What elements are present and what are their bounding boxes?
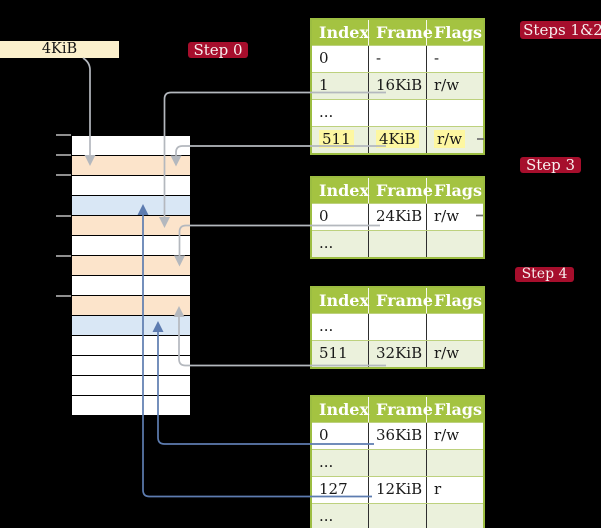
table-row: 511 4KiB r/w [312, 126, 483, 153]
table-cell: r/w [434, 207, 460, 225]
table-cell [427, 100, 483, 126]
table-cell [427, 504, 483, 528]
memory-tick [56, 154, 71, 156]
table-row: 0-- [312, 45, 483, 72]
column-header-flags: Flags [434, 181, 482, 200]
table-cell: r/w [427, 127, 483, 153]
memory-row-orange [72, 256, 190, 276]
table-cell: - [434, 49, 440, 67]
memory-row-white [72, 136, 190, 156]
column-header-frame: Frame [369, 20, 433, 45]
memory-row-white [72, 276, 190, 296]
table-cell: 0 [312, 204, 369, 230]
table-row: ... [312, 449, 483, 476]
memory-tick [56, 214, 71, 217]
table-cell [427, 314, 483, 340]
table-cell [369, 504, 427, 528]
memory-row-orange [72, 156, 190, 176]
memory-tick [56, 254, 71, 257]
table-cell: r/w [434, 426, 460, 444]
badge-step-4: Step 4 [515, 267, 574, 282]
table-cell: - [369, 46, 427, 72]
column-header-flags: Flags [434, 400, 482, 419]
badge-step-3: Step 3 [520, 157, 581, 173]
table-cell: ... [312, 314, 369, 340]
table-cell: 0 [312, 423, 369, 449]
table-cell: 511 [312, 127, 369, 153]
highlighted-value: 4KiB [376, 130, 419, 148]
table-cell: 127 [312, 477, 369, 503]
column-header-frame: Frame [369, 178, 433, 203]
frame-size-label: 4KiB [0, 41, 119, 58]
memory-row-white [72, 396, 190, 415]
memory-row-white [72, 176, 190, 196]
table-cell: ... [312, 231, 369, 257]
column-header-frame: Frame [369, 397, 433, 422]
memory-row-white [72, 336, 190, 356]
table-cell: ... [312, 504, 369, 528]
table-cell [369, 100, 427, 126]
memory-row-orange [72, 216, 190, 236]
table-cell: ... [312, 100, 369, 126]
column-header-flags: Flags [434, 23, 482, 42]
column-header-flags: Flags [434, 291, 482, 310]
memory-tick [56, 134, 71, 136]
table-cell: ... [312, 450, 369, 476]
table-row: ... [312, 99, 483, 126]
memory-row-white [72, 376, 190, 396]
column-header-frame: Frame [369, 288, 433, 313]
memory-row-orange [72, 296, 190, 316]
table-cell: 0 [312, 46, 369, 72]
table-cell [427, 231, 483, 257]
memory-row-white [72, 236, 190, 256]
table-cell [369, 314, 427, 340]
table-cell: 511 [312, 341, 369, 367]
highlighted-value: r/w [434, 130, 466, 148]
table-cell [427, 450, 483, 476]
column-header-index: Index [312, 178, 369, 203]
badge-steps-1-2: Steps 1&2 [520, 21, 601, 39]
table-cell [369, 450, 427, 476]
column-header-index: Index [312, 20, 369, 45]
table-cell: 12KiB [369, 477, 427, 503]
table-row: ... [312, 230, 483, 257]
memory-row-white [72, 356, 190, 376]
column-header-index: Index [312, 288, 369, 313]
table-cell: 36KiB [369, 423, 427, 449]
table-row: ... [312, 313, 483, 340]
table-cell: 16KiB [369, 73, 427, 99]
memory-row-blue [72, 196, 190, 216]
table-cell: 4KiB [369, 127, 427, 153]
table-cell: 1 [312, 73, 369, 99]
table-cell: 24KiB [369, 204, 427, 230]
memory-tick [56, 174, 71, 176]
memory-row-blue [72, 316, 190, 336]
table-cell: r/w [434, 76, 460, 94]
table-cell: r [434, 480, 442, 498]
table-cell: 32KiB [369, 341, 427, 367]
table-cell: r/w [434, 344, 460, 362]
physical-memory-column [71, 135, 191, 416]
highlighted-value: 511 [319, 130, 354, 148]
memory-tick [56, 294, 71, 297]
badge-step-0: Step 0 [188, 42, 248, 58]
table-cell [369, 231, 427, 257]
table-row: ... [312, 503, 483, 528]
column-header-index: Index [312, 397, 369, 422]
